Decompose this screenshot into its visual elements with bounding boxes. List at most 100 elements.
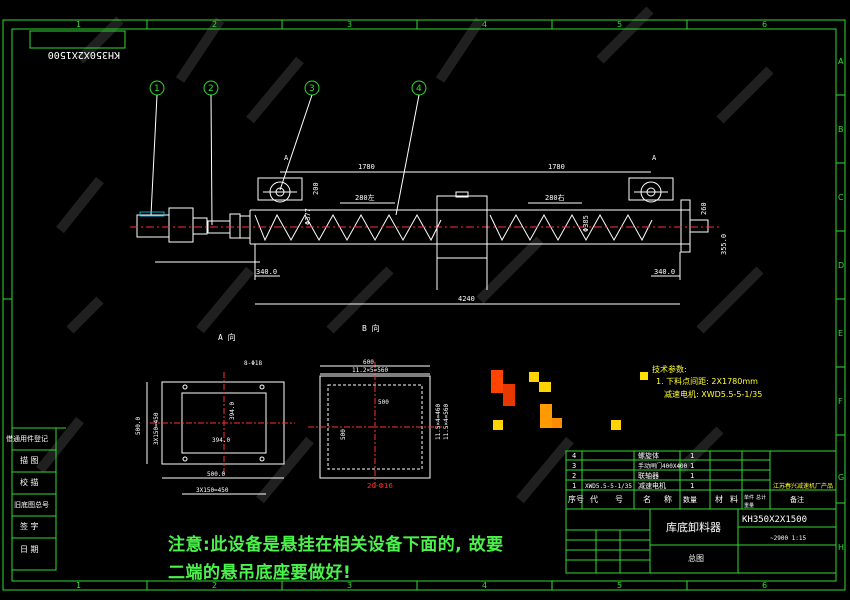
dim-screw-dia-right: Φ385 <box>582 215 590 232</box>
left-stamp: 借通用件登记 描 图 校 描 旧底图总号 签 字 日 期 <box>6 427 66 571</box>
dim-screw-dia: Φ377 <box>304 208 312 225</box>
color-block <box>552 418 562 428</box>
stamp-label: 描 图 <box>20 455 39 465</box>
view-b-dim: 11.5×4=560 <box>443 403 450 440</box>
color-blocks <box>491 370 648 430</box>
row-letter: D <box>838 261 844 270</box>
row-letter: A <box>838 57 844 66</box>
drawing-model: KH350X2X1500 <box>742 515 807 525</box>
dim-pitch-left: 280左 <box>355 193 375 202</box>
dim-total-length: 4240 <box>458 295 475 303</box>
tech-params: 技术参数: 1. 下料点间距: 2X1780mm 减速电机: XWD5.5-5-… <box>652 364 762 399</box>
row-letter: C <box>838 193 844 202</box>
bom-name: 螺旋体 <box>638 451 659 460</box>
view-b-dim: 500 <box>340 429 347 440</box>
view-a-dim: 394.0 <box>212 437 230 444</box>
color-block <box>493 420 503 430</box>
bom-name: 减速电机 <box>638 481 666 490</box>
stamp-label: 签 字 <box>20 521 39 531</box>
bom-no: 3 <box>572 462 576 470</box>
view-a: A 向 500.0 3X150=450 394.0 500.0 3X150=45… <box>135 332 295 495</box>
bom-header: 备注 <box>790 495 804 504</box>
row-letter: G <box>838 473 844 482</box>
bom-header: 单件 <box>744 494 754 501</box>
color-block <box>611 420 621 430</box>
section-mark-right: A <box>652 154 657 162</box>
section-mark-left: A <box>284 154 289 162</box>
bom-header: 料 <box>730 494 738 504</box>
col-num: 6 <box>762 581 767 590</box>
bom-qty: 1 <box>690 472 694 480</box>
col-num: 6 <box>762 20 767 29</box>
dim-right-end: 340.0 <box>654 268 675 276</box>
stamp-label: 旧底图总号 <box>14 500 49 509</box>
balloon-2: 2 <box>208 84 214 94</box>
col-num: 5 <box>617 581 622 590</box>
stamp-label: 校 描 <box>20 477 39 487</box>
bom-header: 名 <box>643 494 651 504</box>
color-block <box>539 382 551 392</box>
row-letter: E <box>838 329 843 338</box>
bom-no: 2 <box>572 472 576 480</box>
view-a-dim: 8-Φ18 <box>244 360 262 367</box>
bom-header: 序号 <box>568 494 584 504</box>
tech-line2: 减速电机: XWD5.5-5-1/35 <box>664 389 762 399</box>
col-num: 1 <box>76 20 81 29</box>
bom-header: 号 <box>615 495 623 504</box>
col-num: 2 <box>212 581 217 590</box>
view-b-dim: 11.2×5=560 <box>352 367 389 374</box>
bom-header: 材 <box>715 494 723 504</box>
color-block <box>529 372 539 382</box>
sheet-name: 总图 <box>688 553 704 563</box>
view-a-dim: 500.0 <box>135 417 142 435</box>
view-b: B 向 600 11.2×5=560 500 500 11.5×4=460 11… <box>308 323 450 490</box>
col-num: 1 <box>76 581 81 590</box>
bom-header: 代 <box>590 494 598 504</box>
view-a-dim: 500.0 <box>207 471 225 478</box>
note-line-1: 注意:此设备是悬挂在相关设备下面的, 故要 <box>168 535 504 555</box>
color-block <box>491 370 503 393</box>
dim-pitch-right: 280右 <box>545 193 565 202</box>
view-a-dim: 3X150=450 <box>153 412 160 445</box>
bom-qty: 1 <box>690 462 694 470</box>
view-a-title: A 向 <box>218 332 236 342</box>
bom-name: 手动闸门400X400 <box>638 462 688 470</box>
title-block: 库底卸料器 KH350X2X1500 ~2900 1:15 总图 <box>565 508 837 574</box>
bom-company: 江苏春兴减速机厂产品 <box>773 482 833 490</box>
bom-header: 总计 <box>756 494 766 501</box>
col-num: 3 <box>347 20 352 29</box>
dim-span-right: 1780 <box>548 163 565 171</box>
bom-header: 称 <box>664 494 672 504</box>
bom-no: 1 <box>572 482 576 490</box>
col-num: 2 <box>212 20 217 29</box>
col-num: 4 <box>482 581 487 590</box>
bom-header: 重量 <box>744 502 754 509</box>
mirrored-code-box: KH350X2X1500 <box>29 30 126 60</box>
stamp-label: 借通用件登记 <box>6 434 48 443</box>
view-a-dim: 3X150=450 <box>196 487 229 494</box>
bom-qty: 1 <box>690 452 694 460</box>
drawing-frame <box>2 19 846 591</box>
view-b-dim: 500 <box>378 399 389 406</box>
view-b-holes: 20-Φ16 <box>367 482 393 490</box>
bom-qty: 1 <box>690 482 694 490</box>
row-letter: B <box>838 125 844 134</box>
dim-flange-small: 200 <box>312 182 320 195</box>
dim-height-right2: 260 <box>700 202 708 215</box>
dim-left-end: 340.0 <box>256 268 277 276</box>
row-letter: F <box>838 397 843 406</box>
color-block <box>503 384 515 406</box>
view-a-dim: 394.0 <box>229 402 236 420</box>
mirrored-code: KH350X2X1500 <box>48 49 120 60</box>
col-num: 5 <box>617 20 622 29</box>
bom-code: XWD5.5-5-1/35 <box>585 483 632 490</box>
col-num: 3 <box>347 581 352 590</box>
view-b-title: B 向 <box>362 323 380 333</box>
conveyor-main-view <box>130 177 720 290</box>
main-dimensions: 1780 1780 280左 280右 340.0 340.0 4240 355… <box>255 154 728 305</box>
view-b-dim: 11.5×4=460 <box>435 403 442 440</box>
color-block <box>640 372 648 380</box>
bom-table: 4 螺旋体 1 3 手动闸门400X400 1 2 联轴器 1 1 XWD5.5… <box>565 450 837 510</box>
tech-title: 技术参数: <box>652 364 687 374</box>
